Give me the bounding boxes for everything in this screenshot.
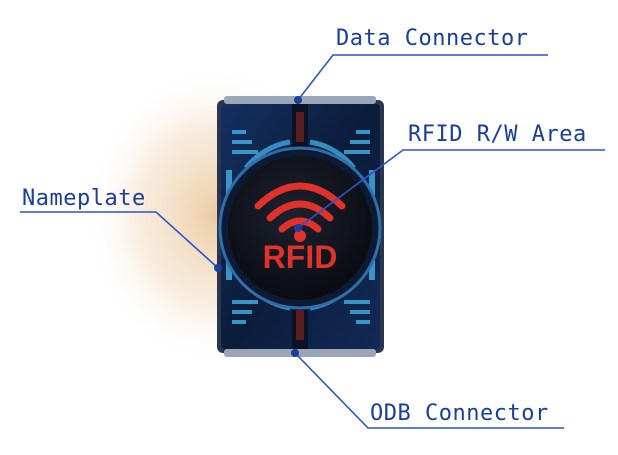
nameplate-line <box>20 211 219 269</box>
callout-dots <box>214 96 302 357</box>
top-channel-led <box>296 112 304 142</box>
data-connector-line <box>297 54 548 101</box>
odb-connector-label: ODB Connector <box>370 401 549 426</box>
rfid-reader-device: RFID <box>217 96 384 357</box>
rfid-area-line <box>297 149 605 229</box>
device-bottom-edge <box>224 349 376 357</box>
nameplate-label: Nameplate <box>22 186 146 211</box>
rfid-area-label: RFID R/W Area <box>408 122 587 147</box>
data-connector-dot <box>294 96 302 104</box>
callout-lines <box>20 54 605 429</box>
odb-connector-line <box>294 352 564 429</box>
rfid-signal-icon <box>254 182 346 233</box>
nameplate-dot <box>214 264 222 272</box>
rfid-signal-dot <box>294 230 306 242</box>
data-connector-label: Data Connector <box>336 26 529 51</box>
rfid-area-dot <box>294 224 302 232</box>
rfid-logo-text: RFID <box>263 239 338 275</box>
bottom-channel-led <box>296 310 304 340</box>
odb-connector-dot <box>291 349 299 357</box>
